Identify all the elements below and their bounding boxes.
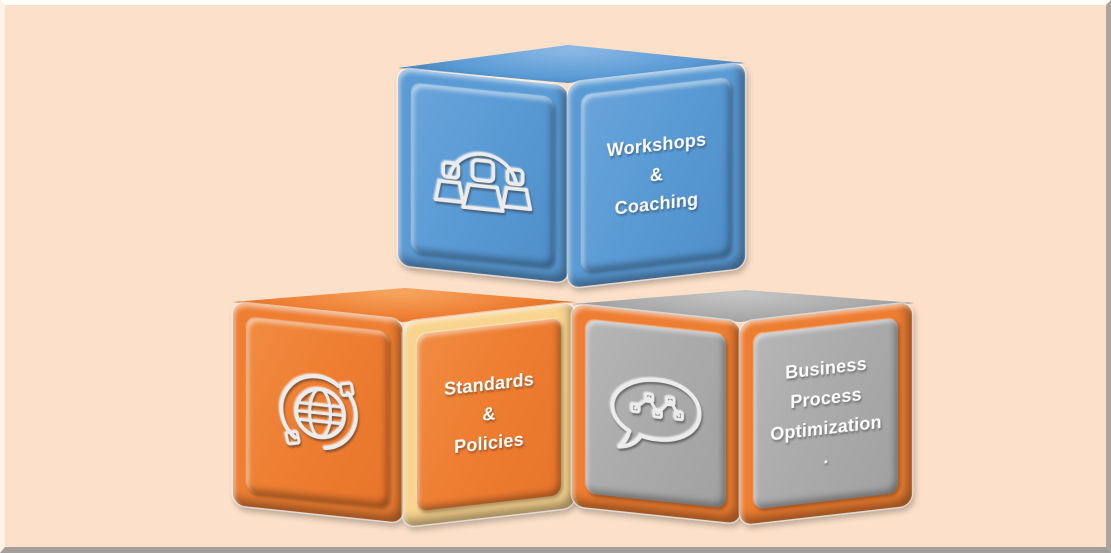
cube-left-face — [572, 304, 740, 524]
group-people-icon — [433, 151, 533, 213]
cube-right-panel: Business Process Optimization . — [754, 317, 898, 510]
cube-right-panel: Standards & Policies — [417, 317, 561, 512]
cube-left-panel — [247, 317, 389, 508]
cube-standards-policies: Standards & Policies — [227, 288, 575, 530]
cube-left-panel — [412, 83, 554, 268]
cube-label: Standards & Policies — [444, 365, 534, 464]
cube-right-face: Workshops & Coaching — [568, 62, 745, 288]
cube-label: Business Process Optimization . — [770, 348, 881, 479]
cube-workshops-coaching: Workshops & Coaching — [398, 45, 745, 300]
speech-bubble-network-icon — [610, 377, 702, 449]
cube-left-panel — [586, 319, 726, 509]
cube-right-panel: Workshops & Coaching — [582, 78, 731, 273]
cube-label: Workshops & Coaching — [607, 125, 706, 225]
cube-left-face — [398, 68, 568, 283]
cube-left-face — [233, 302, 403, 523]
cube-right-face: Business Process Optimization . — [740, 302, 912, 525]
globe-sync-icon — [279, 373, 359, 450]
cube-business-process-optimization: Business Process Optimization . — [570, 290, 915, 530]
cube-right-face: Standards & Policies — [403, 302, 575, 527]
